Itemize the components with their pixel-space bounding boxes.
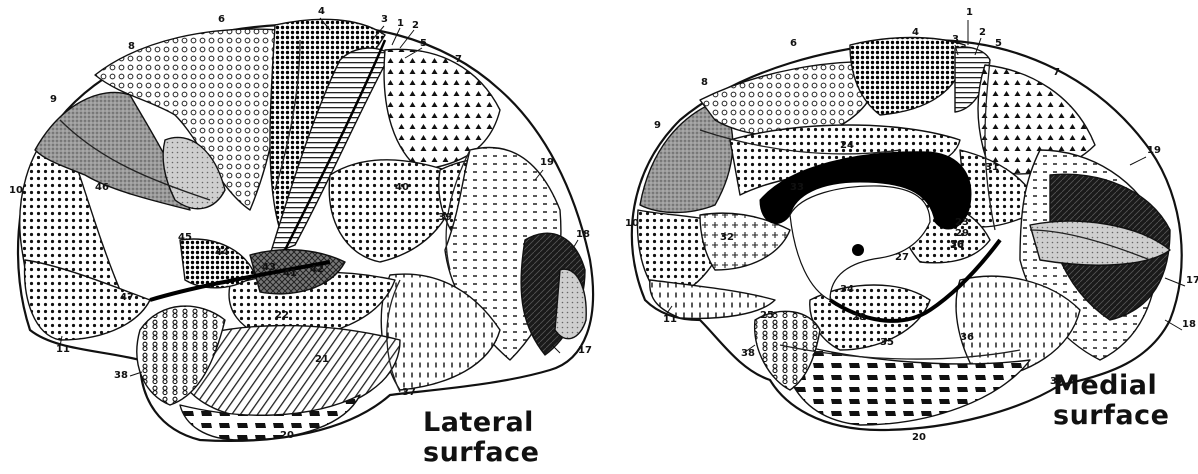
caption-lateral-line1: Lateral [423, 408, 539, 438]
medial-area-label-24: 24 [840, 140, 854, 151]
medial-area-label-7: 7 [1053, 67, 1060, 78]
lateral-area-label-19: 19 [540, 157, 554, 168]
medial-area-label-36: 36 [960, 332, 974, 343]
lateral-area-label-46: 46 [95, 182, 109, 193]
medial-area-label-30: 30 [950, 239, 964, 250]
lateral-area-label-21: 21 [315, 354, 329, 365]
medial-area-label-31: 31 [985, 162, 999, 173]
lateral-area-label-1: 1 [397, 18, 404, 29]
medial-area-label-28: 28 [852, 312, 866, 323]
medial-area-label-17: 17 [1186, 275, 1198, 286]
anterior-commissure-dot [852, 244, 864, 256]
lateral-area-label-38: 38 [114, 370, 128, 381]
medial-area-label-2: 2 [979, 27, 986, 38]
lateral-area-label-5: 5 [420, 38, 427, 49]
lateral-area-label-43: 43 [262, 262, 276, 273]
medial-area-label-6: 6 [790, 38, 797, 49]
medial-area-label-29: 29 [955, 228, 969, 239]
lateral-area-label-9: 9 [50, 94, 57, 105]
lateral-area-label-40: 40 [395, 182, 409, 193]
medial-area-label-35: 35 [880, 337, 894, 348]
lateral-area-label-18: 18 [576, 229, 590, 240]
medial-area-label-34: 34 [840, 284, 854, 295]
lateral-area-label-2: 2 [412, 20, 419, 31]
lateral-area-label-8: 8 [128, 41, 135, 52]
lateral-area-label-4: 4 [318, 6, 325, 17]
lateral-area-label-6: 6 [218, 14, 225, 25]
medial-area-label-4: 4 [912, 27, 919, 38]
lateral-area-label-37: 37 [402, 387, 416, 398]
lateral-area-label-39: 39 [438, 212, 452, 223]
caption-medial-surface: Medial surface [1053, 371, 1169, 431]
caption-medial-line2: surface [1053, 401, 1169, 431]
lateral-area-label-42: 42 [310, 264, 324, 275]
lateral-area-label-22: 22 [275, 310, 289, 321]
lateral-area-label-7: 7 [455, 54, 462, 65]
lateral-area-label-44: 44 [215, 247, 229, 258]
medial-area-label-1: 1 [966, 7, 973, 18]
medial-area-label-9: 9 [654, 120, 661, 131]
caption-lateral-surface: Lateral surface [423, 408, 539, 468]
lateral-area-label-41: 41 [283, 268, 297, 279]
medial-area-label-23: 23 [955, 217, 969, 228]
lateral-area-label-10: 10 [9, 185, 23, 196]
lateral-area-label-47: 47 [120, 292, 134, 303]
medial-area-label-8: 8 [701, 77, 708, 88]
medial-area-label-10: 10 [625, 218, 639, 229]
medial-area-label-33: 33 [790, 182, 804, 193]
lateral-area-label-11: 11 [56, 344, 70, 355]
caption-lateral-line2: surface [423, 438, 539, 468]
medial-area-label-3: 3 [952, 34, 959, 45]
medial-area-label-19: 19 [1147, 145, 1161, 156]
medial-area-label-25: 25 [760, 310, 774, 321]
medial-area-label-27: 27 [895, 252, 909, 263]
medial-area-label-18: 18 [1182, 319, 1196, 330]
medial-area-label-20: 20 [912, 432, 926, 443]
lateral-area-label-20: 20 [280, 430, 294, 441]
caption-medial-line1: Medial [1053, 371, 1169, 401]
medial-area-label-5: 5 [995, 38, 1002, 49]
lateral-area-label-17: 17 [578, 345, 592, 356]
lateral-area-label-3: 3 [381, 14, 388, 25]
lateral-area-label-45: 45 [178, 232, 192, 243]
medial-area-label-32: 32 [720, 232, 734, 243]
